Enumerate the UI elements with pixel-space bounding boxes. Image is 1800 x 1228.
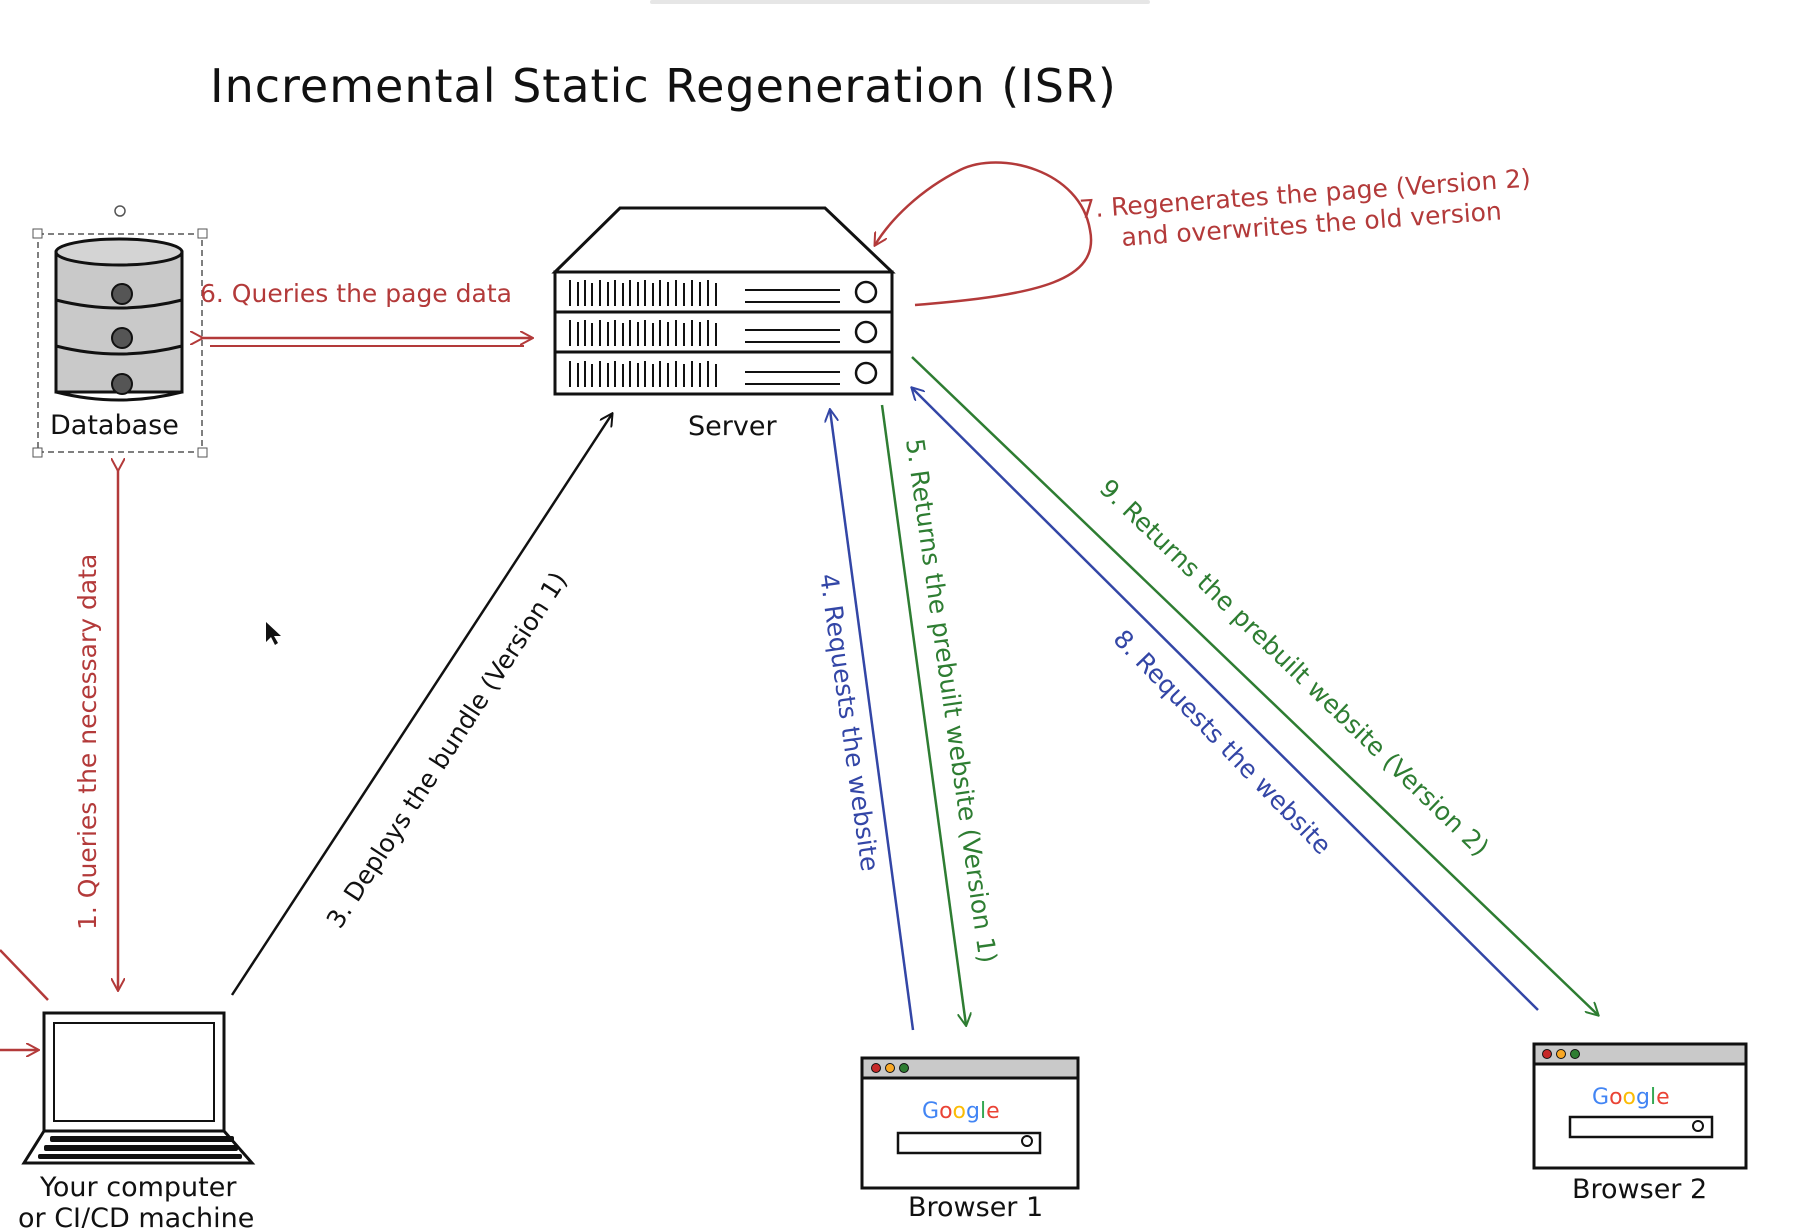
label-step-6: 6. Queries the page data	[200, 279, 512, 308]
database-node[interactable]: Database	[32, 205, 208, 458]
browser1-label: Browser 1	[908, 1192, 1043, 1223]
selection-handle[interactable]	[197, 447, 208, 458]
computer-label-line2: or CI/CD machine	[18, 1203, 254, 1228]
google-logo: Google	[922, 1099, 1000, 1124]
window-top-edge	[650, 0, 1150, 4]
database-label: Database	[50, 410, 179, 441]
label-step-3: 3. Deploys the bundle (Version 1)	[321, 567, 573, 934]
arrow-step-4	[830, 410, 915, 1031]
search-icon	[1021, 1135, 1033, 1147]
diagram-title: Incremental Static Regeneration (ISR)	[210, 59, 1117, 113]
arrow-step-8	[912, 388, 1539, 1011]
arrow-step-9	[911, 356, 1598, 1015]
label-step-1: 1. Queries the necessary data	[73, 554, 102, 930]
arrow-step-3	[230, 414, 612, 996]
search-box	[896, 1131, 1042, 1155]
database-icon	[54, 237, 184, 402]
browser2-node[interactable]: Google Browser 2	[1532, 1042, 1748, 1205]
computer-label-line1: Your computer	[39, 1172, 237, 1203]
arrow-step-5	[880, 404, 966, 1025]
browser2-label: Browser 2	[1572, 1174, 1707, 1205]
browser1-node[interactable]: Google Browser 1	[860, 1056, 1080, 1223]
arrow-step-7	[875, 161, 1093, 307]
search-box	[1568, 1115, 1714, 1139]
rotate-handle[interactable]	[114, 205, 126, 217]
google-logo: Google	[1592, 1085, 1670, 1110]
browser-window-icon: Google	[860, 1056, 1080, 1190]
server-node[interactable]: Server	[551, 206, 896, 442]
server-label: Server	[688, 411, 777, 442]
search-icon	[1692, 1120, 1704, 1132]
browser-window-icon: Google	[1532, 1042, 1748, 1170]
selection-handle[interactable]	[32, 447, 43, 458]
computer-node[interactable]: Your computer or CI/CD machine	[18, 1011, 256, 1228]
mouse-cursor-icon	[266, 622, 281, 645]
laptop-icon	[21, 1011, 256, 1165]
selection-handle[interactable]	[197, 228, 208, 239]
arrow-partial	[0, 949, 49, 1001]
server-icon	[551, 206, 896, 396]
label-step-5: 5. Returns the prebuilt website (Version…	[900, 437, 1002, 965]
selection-handle[interactable]	[32, 228, 43, 239]
label-step-4: 4. Requests the website	[814, 572, 884, 873]
